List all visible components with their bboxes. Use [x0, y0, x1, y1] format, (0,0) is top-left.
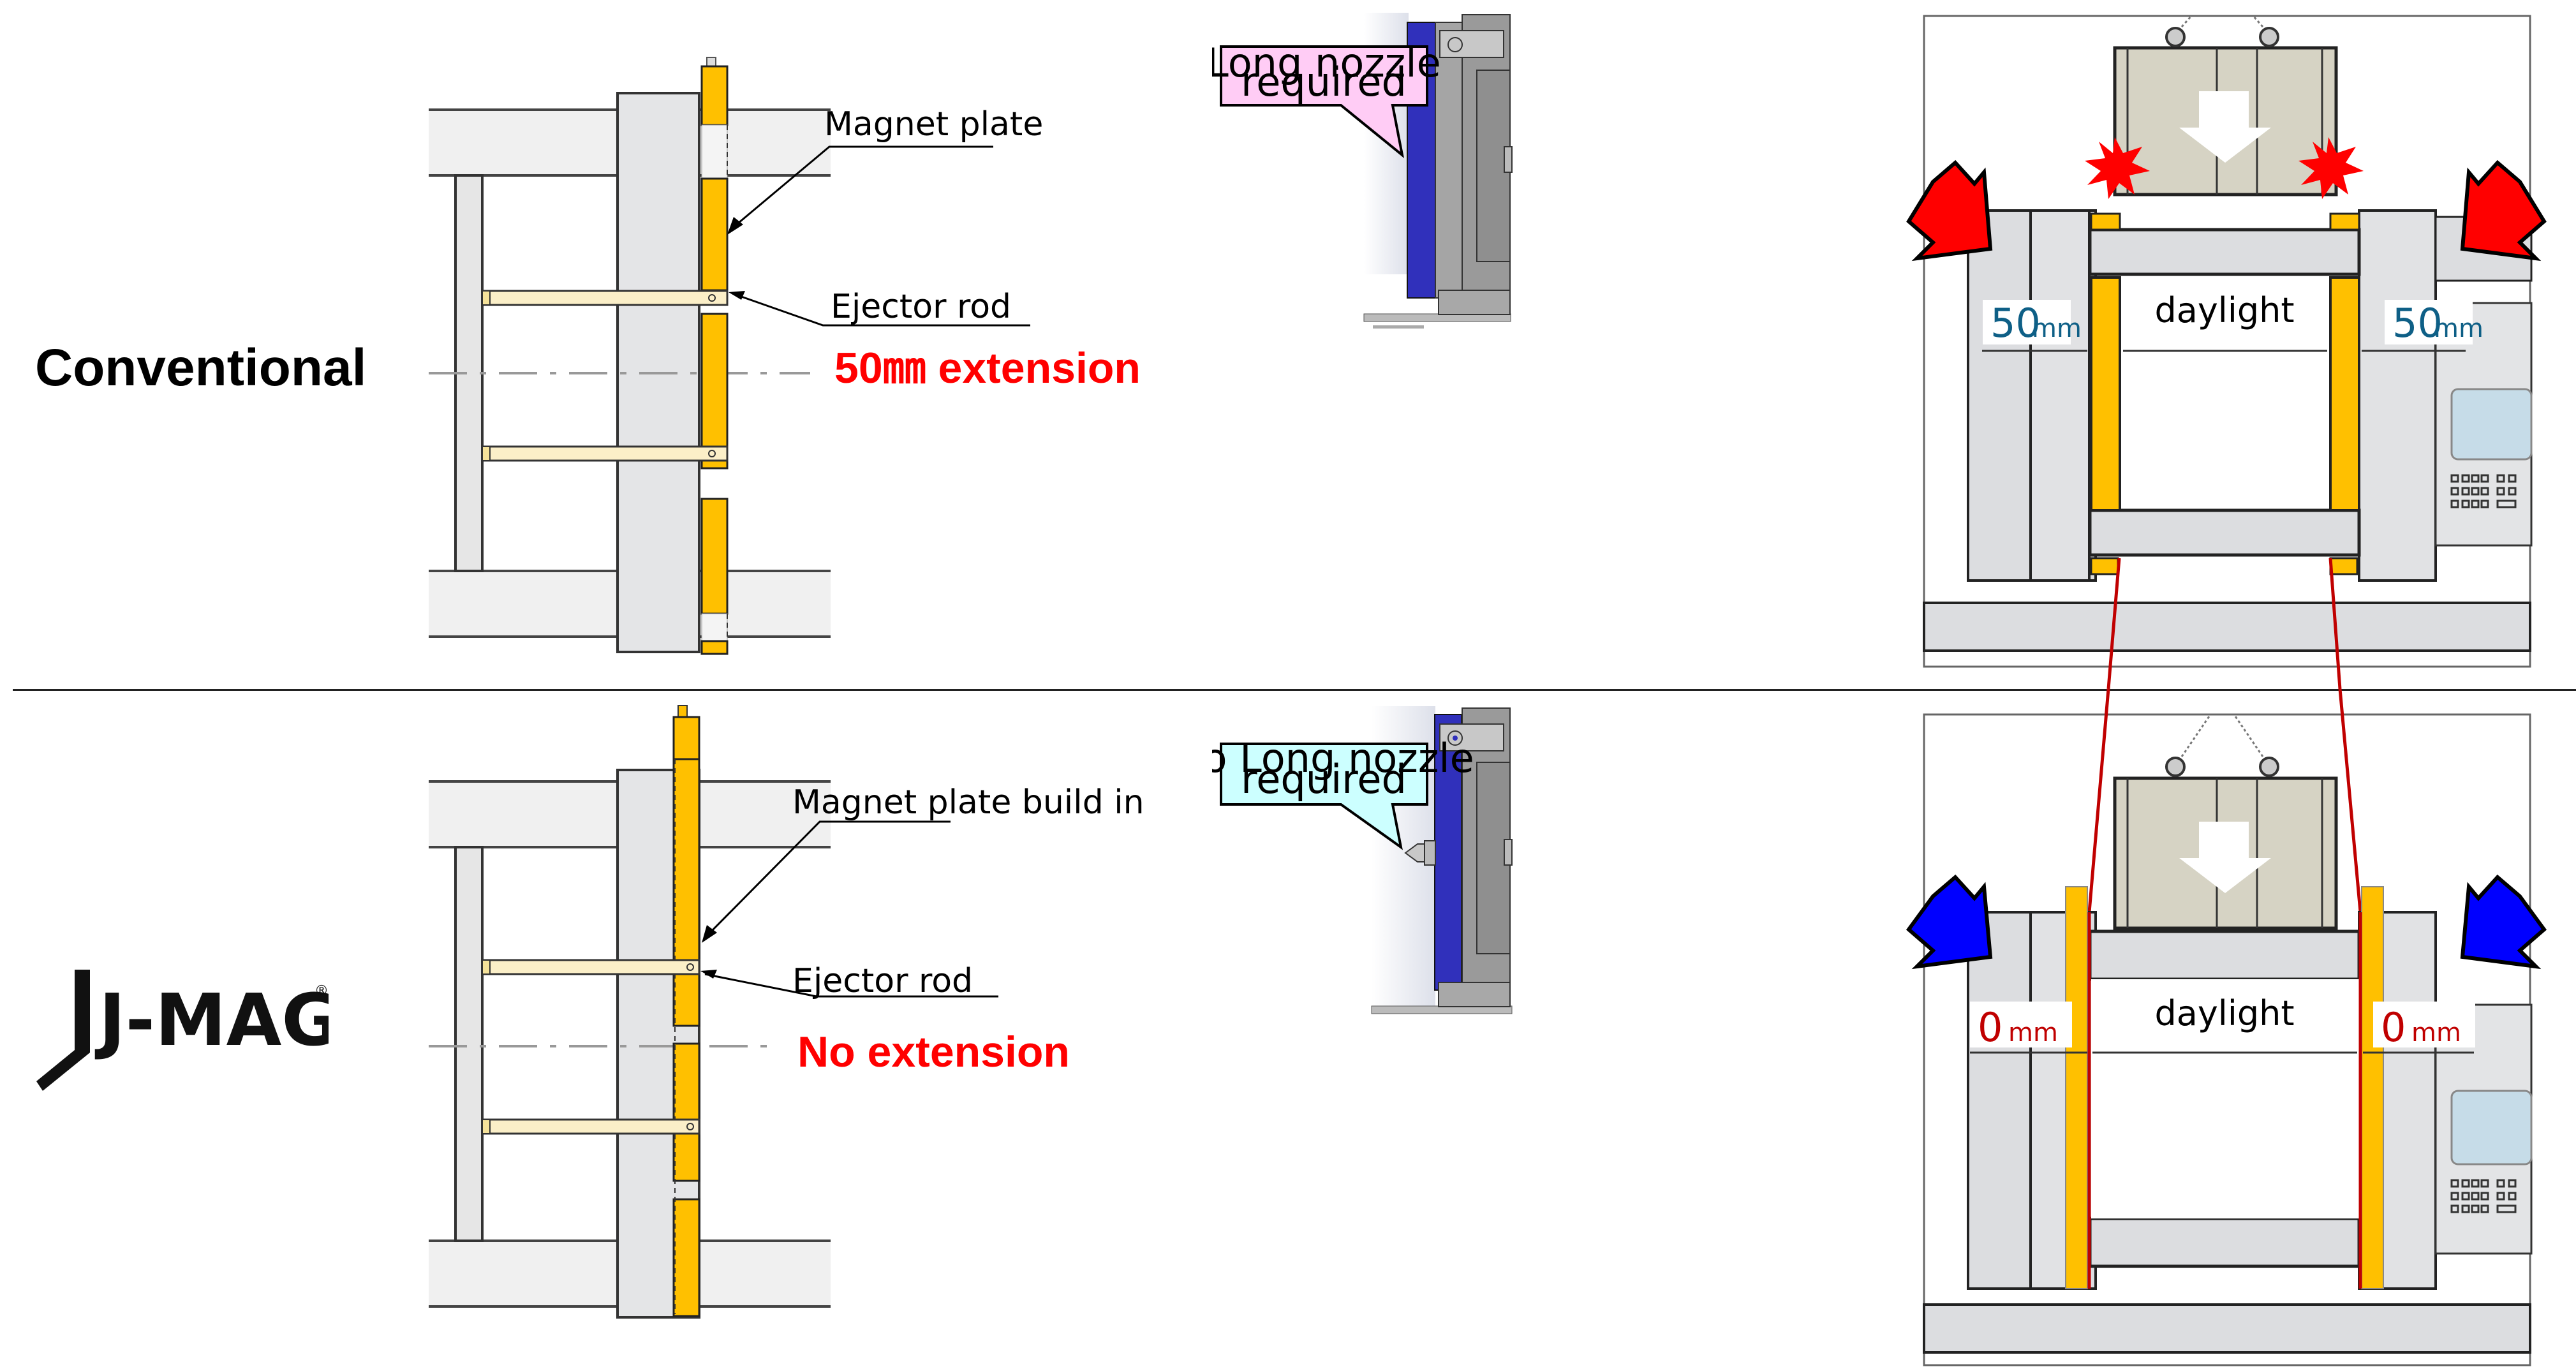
- extension-note: No extension: [797, 1028, 1070, 1076]
- callout-line-2: required: [1241, 756, 1407, 803]
- magnet-plate-left: [2090, 276, 2121, 512]
- eye-bolt-right: [2259, 27, 2279, 47]
- gap-right-unit: mm: [2434, 314, 2483, 343]
- gap-left-value: 0: [1978, 1004, 2002, 1051]
- machine-base: [1923, 1303, 2531, 1354]
- clamp-arrow-right-icon: [2460, 159, 2547, 262]
- gap-left-unit: mm: [2008, 1018, 2058, 1047]
- long-nozzle-callout: [1220, 45, 1428, 159]
- gap-right-value: 50: [2392, 300, 2443, 346]
- conventional-nozzle-view: Long nozzle required: [1212, 13, 1513, 329]
- control-screen: [2450, 388, 2533, 461]
- control-keypad: [2450, 474, 2517, 508]
- jmag-front-view: 0 mm 0 mm daylight: [1906, 689, 2547, 1366]
- collision-burst-right-icon: [2298, 137, 2364, 199]
- gap-left-value: 50: [1990, 300, 2041, 346]
- magnet-plate-label: Magnet plate: [824, 105, 1043, 144]
- gap-left-unit: mm: [2032, 314, 2082, 343]
- eye-bolt-left: [2165, 757, 2186, 777]
- clamp-arrow-right-icon: [2460, 874, 2547, 970]
- magnet-leader: [730, 145, 993, 231]
- control-screen: [2450, 1090, 2533, 1166]
- down-arrow-icon: [2179, 91, 2271, 163]
- control-keypad: [2450, 1179, 2517, 1213]
- ejector-leader: [732, 292, 1030, 327]
- ejector-rod-lower: [481, 445, 729, 462]
- down-arrow-icon: [2179, 822, 2271, 893]
- callout-line-1: No Long nozzle: [1212, 735, 1474, 781]
- conventional-front-view: 50 mm 50 mm daylight: [1906, 15, 2547, 689]
- eye-bolt-left: [2165, 27, 2186, 47]
- left-platen: [2029, 209, 2091, 582]
- ejector-rod-upper: [481, 290, 729, 306]
- magnet-leader: [704, 820, 951, 939]
- machine-base: [1923, 602, 2531, 652]
- ejector-rod-label: Ejector rod: [831, 288, 1011, 326]
- no-long-nozzle-callout: [1220, 743, 1428, 850]
- collision-burst-left-icon: [2085, 137, 2150, 199]
- ejector-rod-label: Ejector rod: [792, 962, 973, 1000]
- daylight-label: daylight: [2154, 290, 2294, 330]
- logo-text: J-MAG: [94, 979, 329, 1062]
- conventional-label: Conventional: [35, 339, 367, 397]
- right-platen: [2358, 209, 2437, 582]
- jmag-nozzle-view: No Long nozzle required: [1212, 706, 1513, 1014]
- extension-note: 50㎜ extension: [834, 344, 1141, 392]
- magnet-plate-built-in: [672, 705, 700, 1317]
- jmag-cross-section: Magnet plate build in Ejector rod No ext…: [429, 705, 1144, 1319]
- magnet-plate-left: [2065, 886, 2088, 1289]
- row-divider: [13, 689, 2576, 691]
- gap-right-value: 0: [2381, 1004, 2406, 1051]
- callout-line-1: Long nozzle: [1212, 40, 1441, 86]
- short-nozzle: [1404, 840, 1436, 866]
- ejector-rod-lower: [481, 1118, 700, 1135]
- eye-bolt-right: [2259, 757, 2279, 777]
- gap-right-unit: mm: [2411, 1018, 2461, 1047]
- clamp-arrow-left-icon: [1906, 874, 1993, 970]
- fixed-platen: [1434, 714, 1462, 991]
- magnet-plate-right: [2329, 276, 2360, 512]
- ejector-rod-upper: [481, 959, 700, 975]
- magnet-plate: [700, 65, 729, 655]
- magnet-plate-right: [2361, 886, 2384, 1289]
- clamp-arrow-left-icon: [1906, 159, 1993, 262]
- conventional-cross-section: Magnet plate Ejector rod 50㎜ extension: [429, 57, 1141, 655]
- registered-mark: ®: [315, 983, 329, 999]
- callout-line-2: required: [1241, 59, 1407, 105]
- magnet-plate-label: Magnet plate build in: [792, 783, 1144, 822]
- jmag-logo: J-MAG ®: [36, 970, 329, 1091]
- ejector-leader: [704, 973, 998, 998]
- mold: [2113, 46, 2338, 196]
- daylight-label: daylight: [2154, 993, 2294, 1033]
